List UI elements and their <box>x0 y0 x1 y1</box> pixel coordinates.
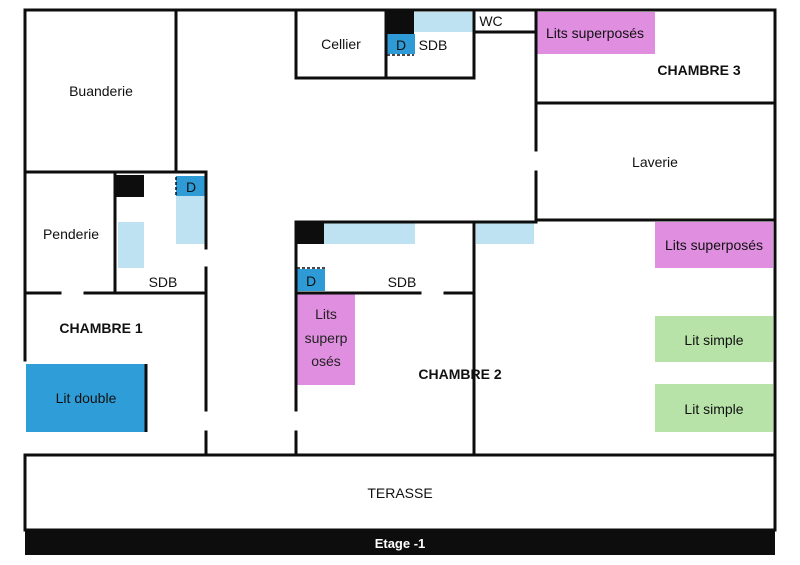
sdb-mid-counter <box>324 222 415 244</box>
single-bed-2-label: Lit simple <box>684 401 743 417</box>
room-label-sdb-left: SDB <box>149 274 178 290</box>
bunk-bed-right-label: Lits superposés <box>665 237 763 253</box>
duct-left <box>116 175 144 197</box>
room-label-cellier: Cellier <box>321 36 361 52</box>
bunk-bed-mid-label-line3: osés <box>311 353 341 369</box>
shower-top <box>387 34 415 54</box>
room-label-chambre3: CHAMBRE 3 <box>657 62 740 78</box>
floor-footer-bar <box>25 530 775 555</box>
shower-mid <box>297 269 325 291</box>
sdb-left-shower-area <box>176 196 206 244</box>
floor-label: Etage -1 <box>375 536 426 551</box>
bunk-bed-top-label: Lits superposés <box>546 25 644 41</box>
room-label-chambre2: CHAMBRE 2 <box>418 366 501 382</box>
room-label-terasse: TERASSE <box>367 485 432 501</box>
shower-thresholds <box>175 54 414 269</box>
duct-top <box>386 10 414 34</box>
room-label-sdb-top: SDB <box>419 37 448 53</box>
shower-label-mid: D <box>306 273 316 289</box>
duct-mid <box>296 222 324 244</box>
single-bed-2 <box>655 384 773 432</box>
shower-left <box>176 176 206 196</box>
shower-label-top: D <box>396 37 406 53</box>
sdb-left-sink <box>118 222 144 268</box>
room-label-buanderie: Buanderie <box>69 83 133 99</box>
sdb-top-counter <box>414 12 474 32</box>
bunk-bed-right <box>655 222 773 268</box>
room-label-sdb-mid: SDB <box>388 274 417 290</box>
single-bed-1-label: Lit simple <box>684 332 743 348</box>
bunk-bed-mid-label-line2: superp <box>305 330 348 346</box>
shower-label-left: D <box>186 179 196 195</box>
bunk-bed-mid <box>297 293 355 385</box>
double-bed-label: Lit double <box>56 390 117 406</box>
bunk-bed-top <box>536 12 655 54</box>
double-bed <box>26 364 146 432</box>
room-label-chambre1: CHAMBRE 1 <box>59 320 142 336</box>
bunk-bed-mid-label-line1: Lits <box>315 306 337 322</box>
chambre2-counter <box>476 222 534 244</box>
room-label-laverie: Laverie <box>632 154 678 170</box>
room-label-penderie: Penderie <box>43 226 99 242</box>
room-label-wc: WC <box>479 13 502 29</box>
walls <box>23 8 777 532</box>
single-bed-1 <box>655 316 773 362</box>
